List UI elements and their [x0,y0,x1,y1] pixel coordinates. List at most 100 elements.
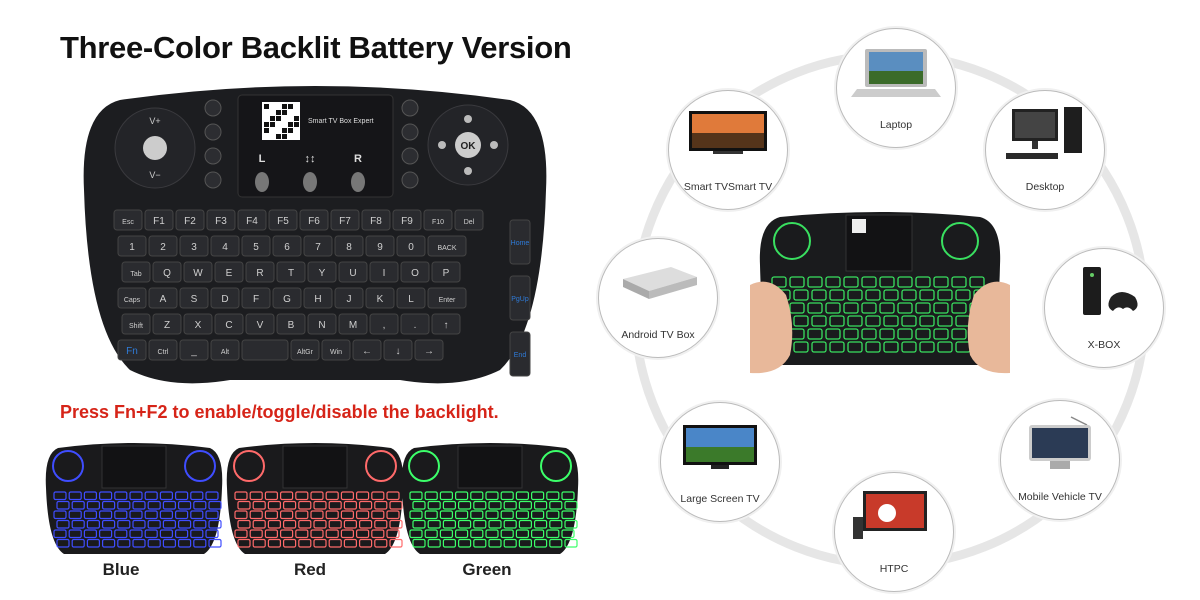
mini-key [162,519,177,529]
key [237,209,267,231]
mini-key [53,491,67,501]
center-key [879,276,895,288]
mini-dpad [184,450,216,482]
center-key [955,289,971,301]
device-mobile-vehicle-tv: Mobile Vehicle TV [1000,400,1120,520]
key [290,339,320,361]
mini-key [356,529,370,539]
mini-key [234,491,248,501]
center-key [825,276,841,288]
device-label: Mobile Vehicle TV [1018,491,1102,503]
mini-key [503,500,517,510]
mini-key [531,529,545,539]
mini-key [546,510,560,520]
mini-key [178,538,192,548]
mini-key [424,491,438,501]
center-key [901,315,917,327]
key [148,339,178,361]
key [427,287,467,309]
play-pause-button [143,136,167,160]
center-key [843,276,859,288]
mini-key [68,510,82,520]
mini-key [114,510,128,520]
mini-key [389,500,403,510]
key-label: W [193,268,203,279]
mini-key [159,510,174,520]
key-label: 3 [191,242,197,253]
key [276,261,306,283]
mini-key [454,510,469,520]
mini-key [295,529,309,539]
mini-key [190,491,204,501]
keyboard-variant-red-image [226,443,404,554]
center-key [919,341,935,353]
mini-key [549,538,563,548]
key [303,287,333,309]
qr-cell [282,128,287,133]
key [241,287,271,309]
mini-dpad [365,450,397,482]
center-key [879,328,895,340]
mini-key [175,510,189,520]
mini-key [325,529,339,539]
mini-key [237,538,251,548]
mini-key [279,491,294,501]
mini-key [427,500,441,510]
mini-key [359,500,373,510]
mini-key [328,519,342,529]
mini-key [279,510,294,520]
center-key [933,276,949,288]
mini-key [313,538,327,548]
key [334,235,364,257]
htpc-icon [853,491,927,539]
center-key [847,289,863,301]
key [113,209,143,231]
mini-key [343,538,358,548]
car-tv-icon [1029,416,1091,469]
center-key [937,315,953,327]
qr-cell [282,134,287,139]
key-label: F3 [215,216,227,227]
mini-key [515,510,530,520]
key-label: Esc [122,219,134,226]
mini-key [117,500,131,510]
mini-key [129,529,143,539]
key-label: R [256,268,263,279]
ok-button [455,132,481,158]
device-label: Android TV Box [621,329,695,341]
key-label: ↑ [444,320,449,331]
mini-key [282,538,297,548]
key [241,339,289,361]
key-label: F1 [153,216,165,227]
key [427,235,467,257]
mini-key [264,510,279,520]
side-key [509,275,531,321]
center-key [897,276,913,288]
mini-key [488,538,502,548]
center-key [847,341,863,353]
xbox-icon [1083,267,1138,315]
device-laptop: Laptop [836,28,956,148]
mini-key [488,500,502,510]
mini-key [412,500,426,510]
smart-tv-icon [689,111,767,154]
mini-key [56,500,70,510]
key-label: 4 [222,242,228,253]
mini-key [515,529,530,539]
device-label: Laptop [879,119,913,131]
key-label: F5 [277,216,289,227]
side-key [509,331,531,377]
media-key [204,99,222,117]
center-key [937,289,953,301]
mini-touchpad [282,445,348,489]
mini-key [264,529,279,539]
mini-key [374,500,388,510]
mini-key [371,491,385,501]
center-key [951,302,967,314]
device-desktop: Desktop [985,90,1105,210]
qr-cell [264,128,269,133]
device-large-screen-tv: Large Screen TV [660,402,780,522]
mini-key [71,519,85,529]
mini-touchpad [457,445,523,489]
qr-cell [288,128,293,133]
